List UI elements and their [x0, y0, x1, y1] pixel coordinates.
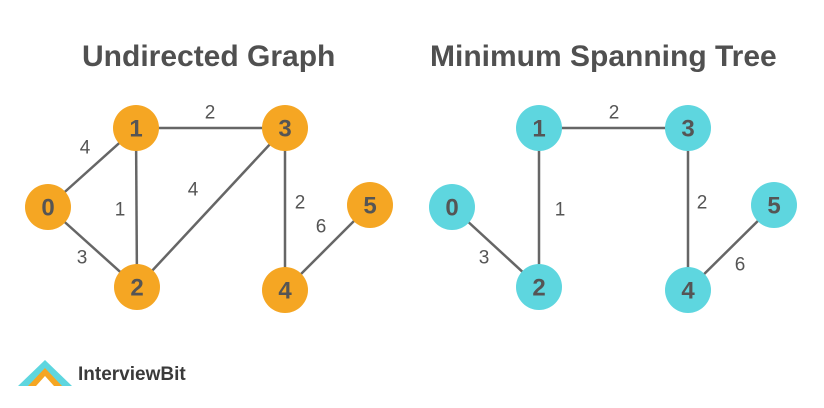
mst-node-label-3: 3	[681, 116, 694, 143]
mst-node-label-4: 4	[681, 278, 695, 305]
mst-title: Minimum Spanning Tree	[430, 40, 777, 73]
mst-edge-weight-0-2: 3	[479, 248, 490, 269]
graph-edge-weight-3-4: 2	[295, 193, 306, 214]
mst-node-3	[665, 105, 711, 151]
mst-node-4	[665, 267, 711, 313]
graph-node-label-5: 5	[363, 193, 376, 220]
minimum-spanning-tree: 2 1 3 2 6 0 1 2 3 4 5	[429, 103, 797, 313]
graph-node-label-3: 3	[278, 116, 291, 143]
graph-edge-1-2	[134, 127, 139, 288]
graph-edge-weight-1-3: 2	[205, 103, 216, 124]
mst-node-5	[751, 182, 797, 228]
graph-node-label-1: 1	[129, 116, 142, 143]
mst-edge-weight-1-3: 2	[609, 103, 620, 124]
graph-edge-weight-1-2: 1	[115, 200, 126, 221]
graph-node-4	[262, 267, 308, 313]
graph-node-2	[114, 264, 160, 310]
graph-node-5	[347, 182, 393, 228]
mst-edge-weight-1-2: 1	[555, 200, 566, 221]
mst-edge-weight-4-5: 6	[735, 255, 746, 276]
graph-edge-2-3	[136, 127, 286, 288]
graph-edge-weight-4-5: 6	[316, 217, 327, 238]
graph-node-label-0: 0	[41, 195, 54, 222]
interviewbit-logo: InterviewBit	[16, 358, 186, 392]
graph-node-label-4: 4	[278, 278, 292, 305]
interviewbit-logo-icon	[18, 360, 72, 386]
graph-node-label-2: 2	[130, 275, 143, 302]
mst-node-label-0: 0	[445, 195, 458, 222]
graph-edge-weight-0-1: 4	[80, 138, 91, 159]
mst-edge-weight-3-4: 2	[697, 193, 708, 214]
graph-edge-weight-0-2: 3	[77, 248, 88, 269]
graph-node-1	[113, 105, 159, 151]
logo-text: InterviewBit	[78, 364, 186, 385]
graph-node-0	[25, 184, 71, 230]
graph-edge-weight-2-3: 4	[188, 180, 199, 201]
mst-node-2	[516, 264, 562, 310]
mst-node-label-2: 2	[532, 275, 545, 302]
graph-node-3	[262, 105, 308, 151]
mst-node-label-1: 1	[532, 116, 545, 143]
mst-node-1	[516, 105, 562, 151]
undirected-graph-title: Undirected Graph	[82, 40, 336, 73]
mst-node-0	[429, 184, 475, 230]
mst-node-label-5: 5	[767, 193, 780, 220]
